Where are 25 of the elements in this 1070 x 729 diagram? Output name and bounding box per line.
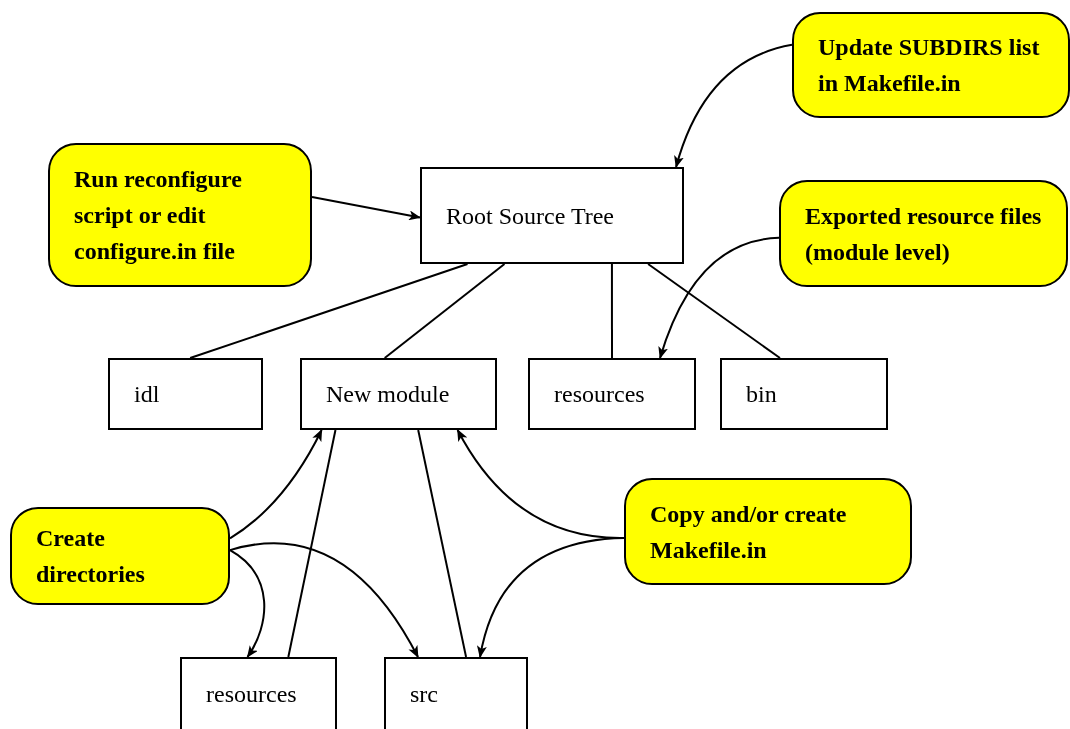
connector-line <box>189 263 469 359</box>
connector-line <box>417 429 468 658</box>
arrow <box>229 429 323 540</box>
folder-box: New module <box>300 358 497 430</box>
connector-line <box>287 429 337 658</box>
connector-line <box>610 263 613 359</box>
arrow <box>311 196 421 221</box>
note-callout: Exported resource files (module level) <box>779 180 1068 287</box>
folder-box: idl <box>108 358 263 430</box>
folder-box: Root Source Tree <box>420 167 684 264</box>
arrow <box>477 536 625 658</box>
note-callout: Copy and/or create Makefile.in <box>624 478 912 585</box>
folder-box: resources <box>528 358 696 430</box>
folder-box: resources <box>180 657 337 729</box>
note-callout: Create directories <box>10 507 230 605</box>
connector-line <box>383 263 506 359</box>
folder-box: bin <box>720 358 888 430</box>
arrow <box>674 43 793 168</box>
connector-line <box>647 263 781 359</box>
arrow <box>229 549 266 658</box>
note-callout: Run reconfigure script or edit configure.in file <box>48 143 312 287</box>
note-callout: Update SUBDIRS list in Makefile.in <box>792 12 1070 118</box>
folder-box: src <box>384 657 528 729</box>
arrow <box>658 236 780 359</box>
arrow <box>229 542 419 658</box>
